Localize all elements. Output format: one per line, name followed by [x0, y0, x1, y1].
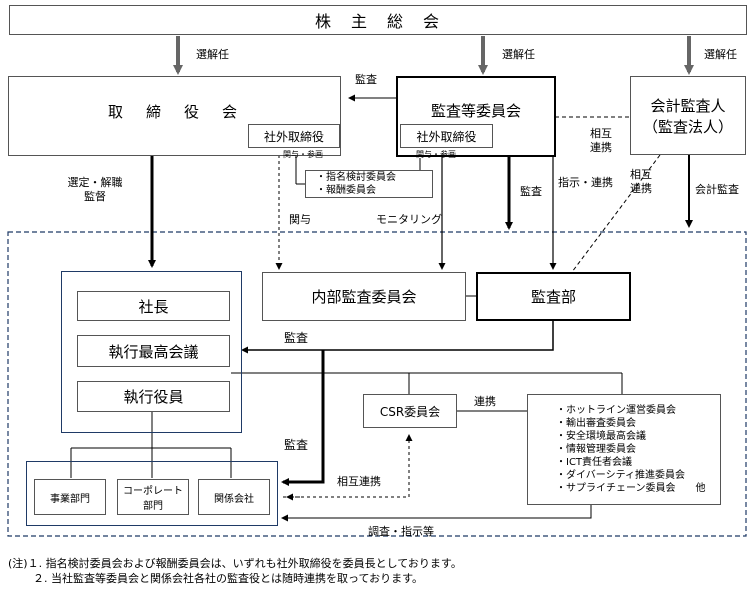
accounting-auditor-box: 会計監査人 （監査法人）	[630, 76, 746, 155]
executive-meeting-label: 執行最高会議	[108, 342, 199, 361]
label-accounting-audit: 会計監査	[695, 183, 739, 196]
executive-officers-label: 執行役員	[123, 388, 184, 406]
board-of-directors-label: 取 締 役 会	[107, 103, 241, 121]
label-involve-audit: 関与・参画	[416, 150, 456, 159]
departments-frame	[26, 461, 278, 526]
label-monitoring: モニタリング	[376, 213, 442, 226]
remuneration-committee-item: ・報酬委員会	[316, 185, 376, 196]
shareholders-meeting-box: 株 主 総 会	[9, 5, 747, 35]
note-2: ２. 当社監査等委員会と関係会社各社の監査役とは随時連携を取っております。	[33, 572, 424, 585]
label-audit-affiliates: 監査	[284, 438, 309, 452]
executive-meeting-box: 執行最高会議	[77, 335, 230, 367]
label-audit-exec: 監査	[284, 331, 309, 345]
label-investigate: 調査・指示等	[368, 525, 434, 538]
accounting-auditor-sublabel: （監査法人）	[642, 117, 733, 136]
executive-group-frame	[61, 271, 242, 433]
business-department-label: 事業部門	[50, 493, 90, 505]
audit-department-box: 監査部	[476, 272, 631, 321]
csr-committee-box: CSR委員会	[363, 394, 457, 428]
label-elect-3: 選解任	[704, 48, 737, 61]
label-appoint: 選定・解職	[67, 176, 123, 189]
note-1: (注)１. 指名検討委員会および報酬委員会は、いずれも社外取締役を委員長としてお…	[8, 557, 462, 570]
internal-audit-committee-box: 内部監査委員会	[262, 272, 466, 321]
board-outside-director-box: 社外取締役	[248, 124, 340, 148]
committee-list-item: ・ホットライン運営委員会	[556, 405, 676, 416]
audit-department-label: 監査部	[530, 288, 576, 306]
label-elect-1: 選解任	[196, 48, 229, 61]
label-mutual-2: 相互	[630, 168, 652, 181]
label-elect-2: 選解任	[502, 48, 535, 61]
label-instruct: 指示・連携	[558, 176, 613, 189]
committee-list-item: ・ダイバーシティ推進委員会	[556, 470, 685, 481]
committee-list-item: ・ICT責任者会議	[556, 457, 633, 468]
execution-region	[7, 231, 747, 537]
label-csr-link: 連携	[474, 395, 496, 408]
president-box: 社長	[77, 291, 230, 321]
audit-committee-label: 監査等委員会	[430, 102, 521, 120]
label-supervise: 監督	[84, 190, 106, 203]
label-involve: 関与	[289, 213, 311, 226]
audit-outside-director-box: 社外取締役	[400, 124, 493, 148]
committee-list-box: ・ホットライン運営委員会 ・輸出審査委員会 ・安全環境最高会議 ・情報管理委員会…	[527, 394, 721, 505]
nomination-committee-item: ・指名検討委員会	[316, 172, 396, 183]
nomination-committees-box: ・指名検討委員会 ・報酬委員会	[305, 170, 433, 198]
label-mutual-2b: 連携	[630, 182, 652, 195]
label-audit-mid: 監査	[520, 185, 542, 198]
committee-list-item: ・サプライチェーン委員会 他	[556, 483, 706, 494]
affiliates-box: 関係会社	[198, 479, 270, 515]
label-mutual-1b: 連携	[590, 141, 612, 154]
corporate-department-label: コーポレート	[123, 486, 183, 497]
accounting-auditor-label: 会計監査人	[650, 96, 726, 115]
business-department-box: 事業部門	[34, 479, 106, 515]
corporate-department-sublabel: 部門	[143, 501, 163, 512]
csr-committee-label: CSR委員会	[379, 404, 441, 419]
label-audit-board: 監査	[355, 73, 377, 86]
committee-list-item: ・安全環境最高会議	[556, 431, 646, 442]
audit-outside-director-label: 社外取締役	[416, 129, 477, 144]
internal-audit-committee-label: 内部監査委員会	[311, 288, 417, 306]
committee-list-item: ・情報管理委員会	[556, 444, 636, 455]
shareholders-meeting-label: 株 主 総 会	[314, 12, 441, 31]
president-label: 社長	[138, 297, 169, 316]
affiliates-label: 関係会社	[214, 493, 254, 505]
board-outside-director-label: 社外取締役	[263, 129, 324, 144]
executive-officers-box: 執行役員	[77, 381, 230, 412]
corporate-department-box: コーポレート 部門	[117, 479, 189, 515]
label-mutual-1: 相互	[590, 127, 612, 140]
committee-list-item: ・輸出審査委員会	[556, 418, 636, 429]
label-involve-board: 関与・参画	[283, 150, 323, 159]
label-mutual-link: 相互連携	[337, 475, 381, 488]
